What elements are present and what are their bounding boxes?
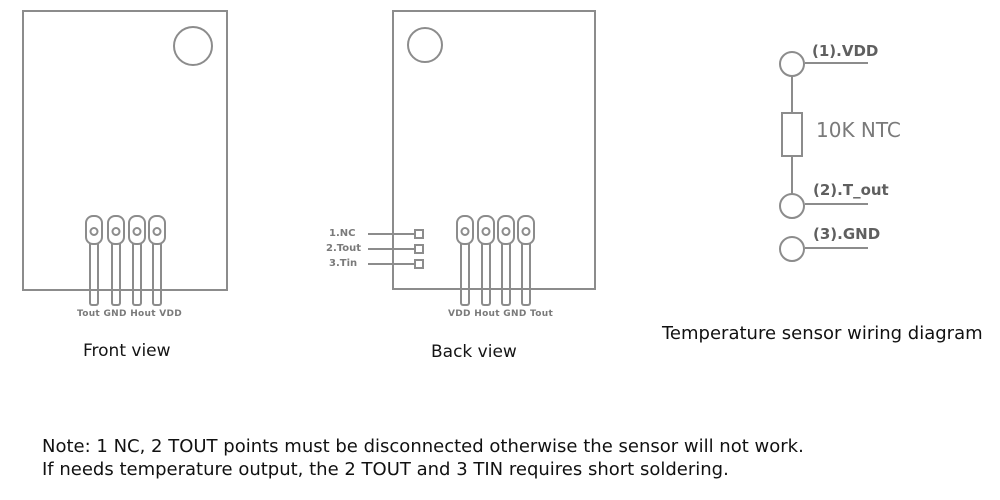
jumper-callout-line [368, 233, 414, 235]
pin-hole-icon [460, 227, 470, 236]
note-line-1: Note: 1 NC, 2 TOUT points must be discon… [42, 436, 804, 457]
pin-head [128, 215, 146, 245]
wire-vertical [791, 156, 793, 194]
pin-hole-icon [481, 227, 491, 236]
pin-leg [501, 243, 511, 306]
wire-vertical [791, 76, 793, 113]
jumper-label-tout: 2.Tout [326, 243, 362, 254]
front-pin-row-label: Tout GND Hout VDD [77, 309, 183, 319]
terminal-circle-gnd [779, 236, 805, 262]
pin-head [497, 215, 515, 245]
pin-head [456, 215, 474, 245]
jumper-label-tin: 3.Tin [329, 258, 358, 269]
pin-leg [521, 243, 531, 306]
wiring-caption: Temperature sensor wiring diagram [662, 323, 983, 344]
pin-leg [89, 243, 99, 306]
pin-hole-icon [152, 227, 162, 236]
pin-hole-icon [521, 227, 531, 236]
pin-head [85, 215, 103, 245]
terminal-lead [805, 203, 868, 205]
pin-leg [111, 243, 121, 306]
terminal-label-gnd: (3).GND [813, 225, 881, 243]
back-pin-row-label: VDD Hout GND Tout [448, 309, 554, 319]
terminal-lead [805, 62, 868, 64]
pin-leg [481, 243, 491, 306]
resistor-body [781, 112, 803, 157]
note-line-2: If needs temperature output, the 2 TOUT … [42, 459, 729, 480]
terminal-circle-vdd [779, 51, 805, 77]
terminal-label-tout: (2).T_out [813, 181, 889, 199]
pin-hole-icon [89, 227, 99, 236]
pin-leg [132, 243, 142, 306]
pin-head [477, 215, 495, 245]
pin-head [148, 215, 166, 245]
pin-leg [460, 243, 470, 306]
jumper-callout-line [368, 263, 414, 265]
pin-hole-icon [132, 227, 142, 236]
front-view-title: Front view [83, 341, 171, 361]
jumper-callout-line [368, 248, 414, 250]
pin-leg [152, 243, 162, 306]
back-view-title: Back view [431, 342, 517, 362]
resistor-label: 10K NTC [816, 118, 901, 142]
jumper-pad-icon [414, 244, 424, 254]
terminal-circle-tout [779, 193, 805, 219]
jumper-label-nc: 1.NC [329, 228, 356, 239]
pin-hole-icon [501, 227, 511, 236]
pin-head [517, 215, 535, 245]
front-mounting-hole-icon [173, 26, 213, 66]
jumper-pad-icon [414, 229, 424, 239]
pin-head [107, 215, 125, 245]
pin-hole-icon [111, 227, 121, 236]
jumper-pad-icon [414, 259, 424, 269]
terminal-lead [805, 247, 868, 249]
terminal-label-vdd: (1).VDD [812, 42, 879, 60]
back-mounting-hole-icon [407, 27, 443, 63]
